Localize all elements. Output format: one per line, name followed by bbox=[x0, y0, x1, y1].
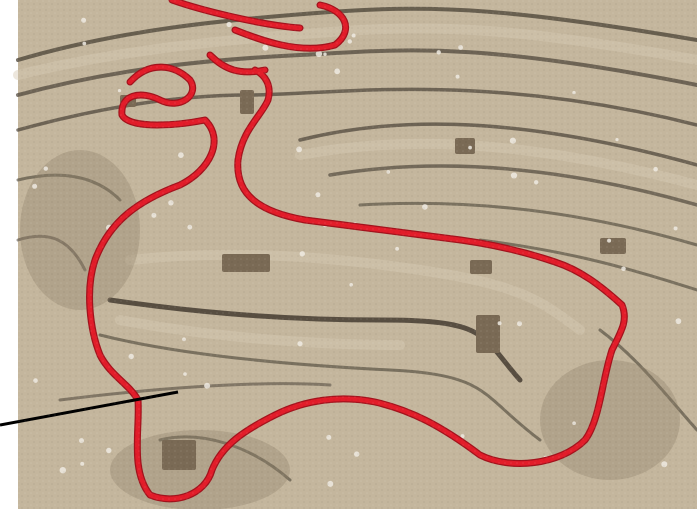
left-margin bbox=[0, 0, 18, 509]
grain-overlay bbox=[18, 0, 697, 509]
